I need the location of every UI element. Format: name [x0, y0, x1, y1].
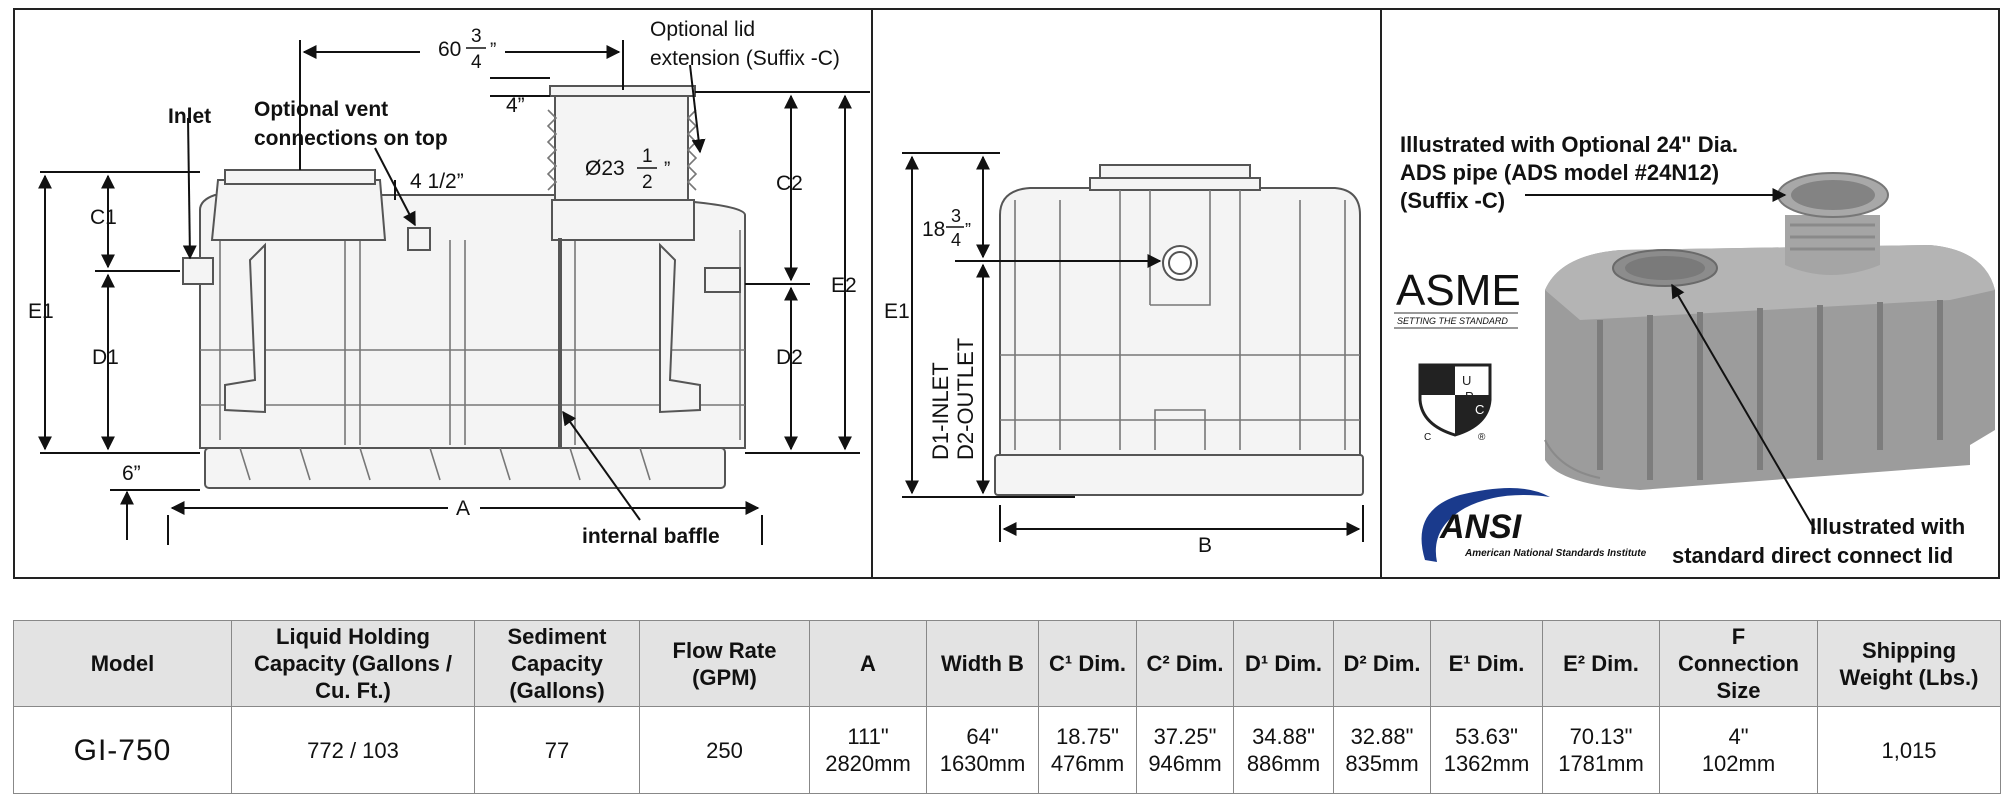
side-dimensions — [902, 152, 1364, 542]
header-model: Model — [13, 620, 232, 707]
header-a: A — [809, 620, 927, 707]
header-shipping-weight: Shipping Weight (Lbs.) — [1817, 620, 2001, 707]
svg-text:extension (Suffix -C): extension (Suffix -C) — [650, 47, 840, 70]
header-c2: C² Dim. — [1136, 620, 1234, 707]
svg-text:ASME: ASME — [1396, 266, 1521, 315]
svg-text:SETTING THE STANDARD: SETTING THE STANDARD — [1397, 316, 1508, 326]
upc-logo: U P C C ® — [1418, 363, 1492, 443]
asme-logo: ASME SETTING THE STANDARD — [1394, 266, 1521, 329]
baffle-label: internal baffle — [582, 525, 720, 548]
side-labels: 18 3 4 ” E1 D1-INLET D2-OUTLET B — [884, 206, 1212, 557]
cell-c1: 18.75"476mm — [1038, 706, 1137, 794]
side-view-tank — [994, 164, 1364, 496]
svg-text:U: U — [1462, 373, 1471, 388]
dim-6-label: 6” — [122, 462, 141, 485]
front-dimensions — [38, 40, 870, 545]
d2-label: D2 — [776, 346, 803, 369]
svg-text:ADS pipe (ADS model #24N12): ADS pipe (ADS model #24N12) — [1400, 160, 1719, 185]
a-label: A — [456, 497, 470, 520]
cell-model: GI-750 — [13, 706, 232, 794]
c1-label: C1 — [90, 206, 117, 229]
inlet-label: Inlet — [168, 105, 211, 128]
svg-text:3: 3 — [951, 206, 961, 226]
svg-text:®: ® — [1478, 432, 1486, 443]
dim-4-label: 4” — [506, 94, 525, 117]
svg-text:P: P — [1465, 389, 1474, 404]
b-label: B — [1198, 534, 1212, 557]
ansi-logo: ANSI American National Standards Institu… — [1421, 487, 1647, 562]
photo-labels: Illustrated with Optional 24" Dia. ADS p… — [1400, 132, 1965, 568]
cell-connection-size: 4"102mm — [1659, 706, 1818, 794]
specification-table: Model Liquid Holding Capacity (Gallons /… — [13, 620, 2001, 794]
dim-18-label: 18 — [922, 218, 945, 241]
svg-text:4: 4 — [471, 52, 482, 73]
svg-text:(Suffix -C): (Suffix -C) — [1400, 188, 1505, 213]
cell-d1: 34.88"886mm — [1233, 706, 1334, 794]
front-labels: 60 3 4 ” Optional lid extension (Suffix … — [28, 18, 857, 548]
illustrated-standard-label: Illustrated with — [1810, 514, 1965, 539]
lid-extension-label: Optional lid — [650, 18, 755, 41]
cell-shipping-weight: 1,015 — [1817, 706, 2001, 794]
cell-c2: 37.25"946mm — [1136, 706, 1234, 794]
diagram-frame — [13, 8, 2000, 579]
technical-drawing: 60 3 4 ” Optional lid extension (Suffix … — [28, 8, 1995, 579]
cell-liquid-capacity: 772 / 103 — [231, 706, 475, 794]
header-sediment-capacity: Sediment Capacity (Gallons) — [474, 620, 640, 707]
svg-text:2: 2 — [642, 172, 653, 193]
illustrated-optional-label: Illustrated with Optional 24" Dia. — [1400, 132, 1738, 157]
table-row: GI-750 772 / 103 77 250 111"2820mm 64"16… — [13, 706, 2001, 794]
header-width-b: Width B — [926, 620, 1039, 707]
header-e1: E¹ Dim. — [1430, 620, 1543, 707]
header-c1: C¹ Dim. — [1038, 620, 1137, 707]
e1-label: E1 — [28, 300, 54, 323]
table-header-row: Model Liquid Holding Capacity (Gallons /… — [13, 620, 2001, 707]
d1-label: D1 — [92, 346, 119, 369]
header-flow-rate: Flow Rate (GPM) — [639, 620, 810, 707]
cell-a: 111"2820mm — [809, 706, 927, 794]
svg-text:standard direct connect lid: standard direct connect lid — [1672, 543, 1953, 568]
cell-e2: 70.13"1781mm — [1542, 706, 1660, 794]
d2-outlet-label: D2-OUTLET — [953, 338, 978, 460]
svg-text:3: 3 — [471, 26, 482, 47]
header-e2: E² Dim. — [1542, 620, 1660, 707]
dim-60-label: 60 — [438, 38, 461, 61]
svg-text:”: ” — [664, 159, 670, 180]
svg-text:connections on top: connections on top — [254, 127, 448, 150]
tank-illustration — [1525, 172, 1995, 531]
svg-text:”: ” — [965, 220, 971, 240]
cell-e1: 53.63"1362mm — [1430, 706, 1543, 794]
front-view-tank — [182, 85, 746, 489]
svg-text:C: C — [1475, 402, 1484, 417]
cell-sediment-capacity: 77 — [474, 706, 640, 794]
cell-flow-rate: 250 — [639, 706, 810, 794]
header-liquid-capacity: Liquid Holding Capacity (Gallons / Cu. F… — [231, 620, 475, 707]
svg-text:”: ” — [490, 40, 496, 61]
cell-d2: 32.88"835mm — [1333, 706, 1431, 794]
svg-text:C: C — [1424, 432, 1431, 443]
d1-inlet-label: D1-INLET — [928, 362, 953, 460]
cell-width-b: 64"1630mm — [926, 706, 1039, 794]
dim-4-half-label: 4 1/2” — [410, 170, 464, 193]
svg-text:1: 1 — [642, 146, 653, 167]
header-connection-size: F Connection Size — [1659, 620, 1818, 707]
header-d2: D² Dim. — [1333, 620, 1431, 707]
diameter-label: Ø23 — [585, 157, 625, 180]
svg-text:4: 4 — [951, 230, 961, 250]
svg-text:ANSI: ANSI — [1439, 508, 1523, 546]
header-d1: D¹ Dim. — [1233, 620, 1334, 707]
side-e1-label: E1 — [884, 300, 910, 323]
svg-text:American National Standards In: American National Standards Institute — [1464, 548, 1647, 559]
e2-label: E2 — [831, 274, 857, 297]
c2-label: C2 — [776, 172, 803, 195]
vent-label: Optional vent — [254, 98, 388, 121]
